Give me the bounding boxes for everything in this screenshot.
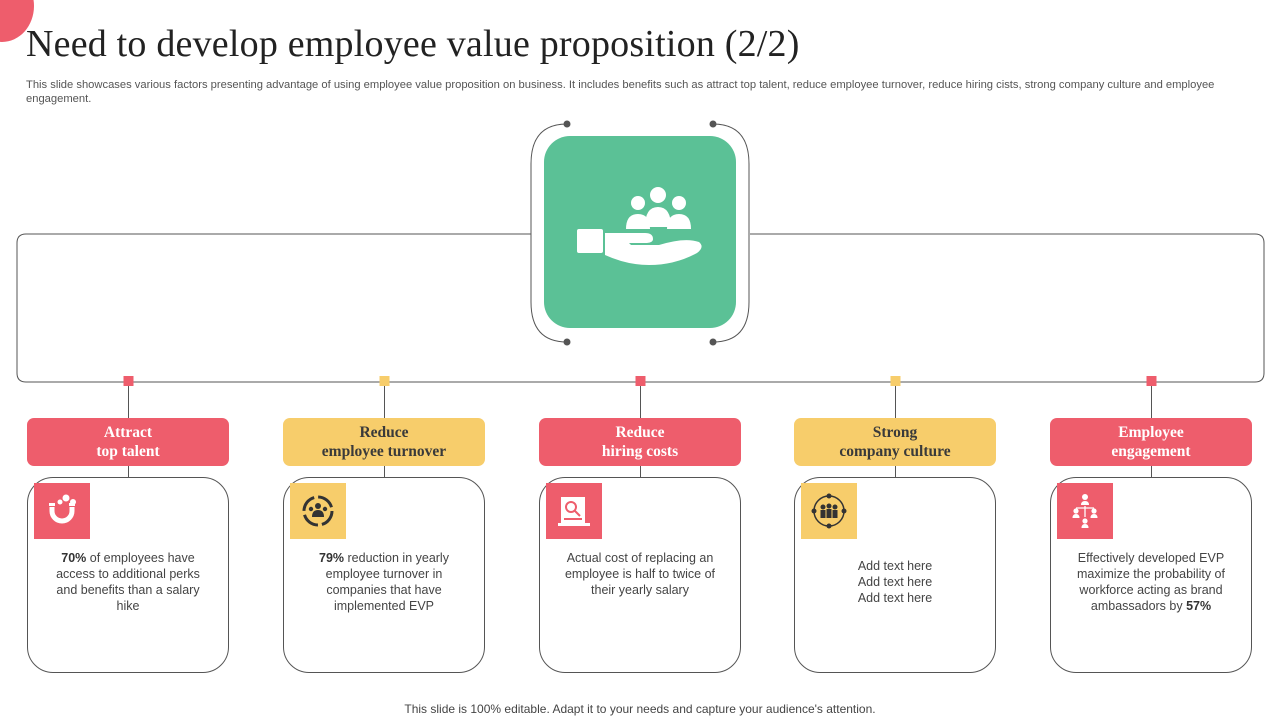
card-description: Add text here Add text here Add text her… (857, 559, 933, 605)
card-reduce-employee-turnover: 79% reduction in yearly employee turnove… (283, 477, 485, 673)
card-description: of employees have access to additional p… (56, 551, 200, 613)
hub-dot-bottom-right (709, 338, 717, 346)
magnet-people-icon (49, 494, 76, 524)
page-subtitle: This slide showcases various factors pre… (26, 79, 1215, 105)
hub-tile (544, 136, 736, 328)
stat-value-after: 57% (1186, 599, 1212, 613)
card-attract-top-talent: 70% of employees have access to addition… (27, 477, 229, 673)
card-text: Add text here Add text here Add text her… (813, 558, 977, 606)
hub-outline-right (712, 123, 750, 343)
team-cycle-icon (302, 495, 334, 527)
hub-dot-bottom-left (563, 338, 571, 346)
label-attract-top-talent: Attract top talent (27, 418, 229, 466)
marker-4 (890, 376, 901, 386)
card-description: Effectively developed EVP maximize the p… (1077, 551, 1225, 613)
card-text: Actual cost of replacing an employee is … (558, 550, 722, 598)
card-text: Effectively developed EVP maximize the p… (1069, 550, 1233, 614)
hub-dot-top-right (709, 120, 717, 128)
marker-5 (1146, 376, 1157, 386)
icon-tile (290, 483, 346, 539)
card-employee-engagement: Effectively developed EVP maximize the p… (1050, 477, 1252, 673)
team-network-icon (811, 493, 847, 529)
footer-note: This slide is 100% editable. Adapt it to… (404, 702, 876, 716)
label-text: Reduce employee turnover (321, 424, 447, 460)
label-employee-engagement: Employee engagement (1050, 418, 1252, 466)
label-reduce-hiring-costs: Reduce hiring costs (539, 418, 741, 466)
label-text: Strong company culture (839, 424, 951, 460)
page-title: Need to develop employee value propositi… (26, 23, 800, 65)
hub-dot-top-left (563, 120, 571, 128)
card-reduce-hiring-costs: Actual cost of replacing an employee is … (539, 477, 741, 673)
org-hierarchy-icon (1072, 494, 1098, 528)
hub-outline-left (530, 123, 568, 343)
card-text: 79% reduction in yearly employee turnove… (302, 550, 466, 614)
label-reduce-employee-turnover: Reduce employee turnover (283, 418, 485, 466)
label-text: Reduce hiring costs (601, 424, 679, 460)
card-text: 70% of employees have access to addition… (46, 550, 210, 614)
label-strong-company-culture: Strong company culture (794, 418, 996, 466)
icon-tile (1057, 483, 1113, 539)
marker-2 (379, 376, 390, 386)
marker-1 (123, 376, 134, 386)
marker-3 (635, 376, 646, 386)
hand-holding-people-icon (577, 187, 702, 265)
card-description: Actual cost of replacing an employee is … (564, 551, 716, 597)
icon-tile (546, 483, 602, 539)
stat-value: 79% (319, 551, 345, 565)
card-description: reduction in yearly employee turnover in… (325, 551, 449, 613)
card-strong-company-culture: Add text here Add text here Add text her… (794, 477, 996, 673)
stat-value: 70% (61, 551, 87, 565)
icon-tile (34, 483, 90, 539)
label-text: Attract top talent (96, 424, 160, 460)
label-text: Employee engagement (1111, 424, 1191, 460)
icon-tile (801, 483, 857, 539)
resume-search-icon (558, 497, 590, 526)
